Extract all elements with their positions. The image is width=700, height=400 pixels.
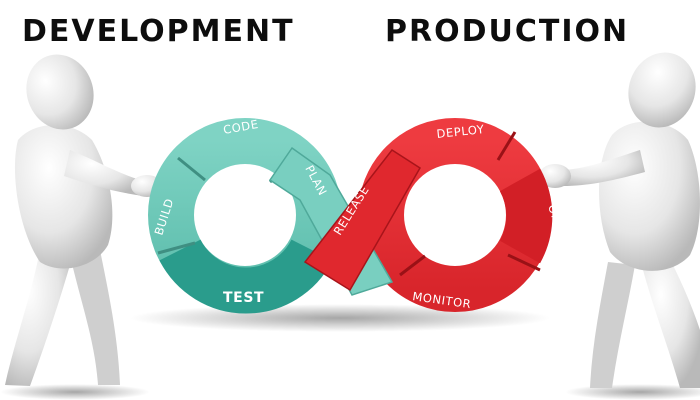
stage-test-label: TEST [223, 290, 264, 306]
stage-code-label: CODE [222, 117, 259, 137]
release-crossover [303, 148, 422, 292]
infinity-loop [148, 118, 553, 314]
production-heading: PRODUCTION [385, 14, 630, 49]
development-heading: DEVELOPMENT [22, 14, 295, 49]
production-loop [358, 118, 553, 312]
right-person-figure [539, 52, 700, 388]
stage-deploy-label: DEPLOY [436, 122, 486, 141]
left-person-figure [5, 54, 163, 386]
